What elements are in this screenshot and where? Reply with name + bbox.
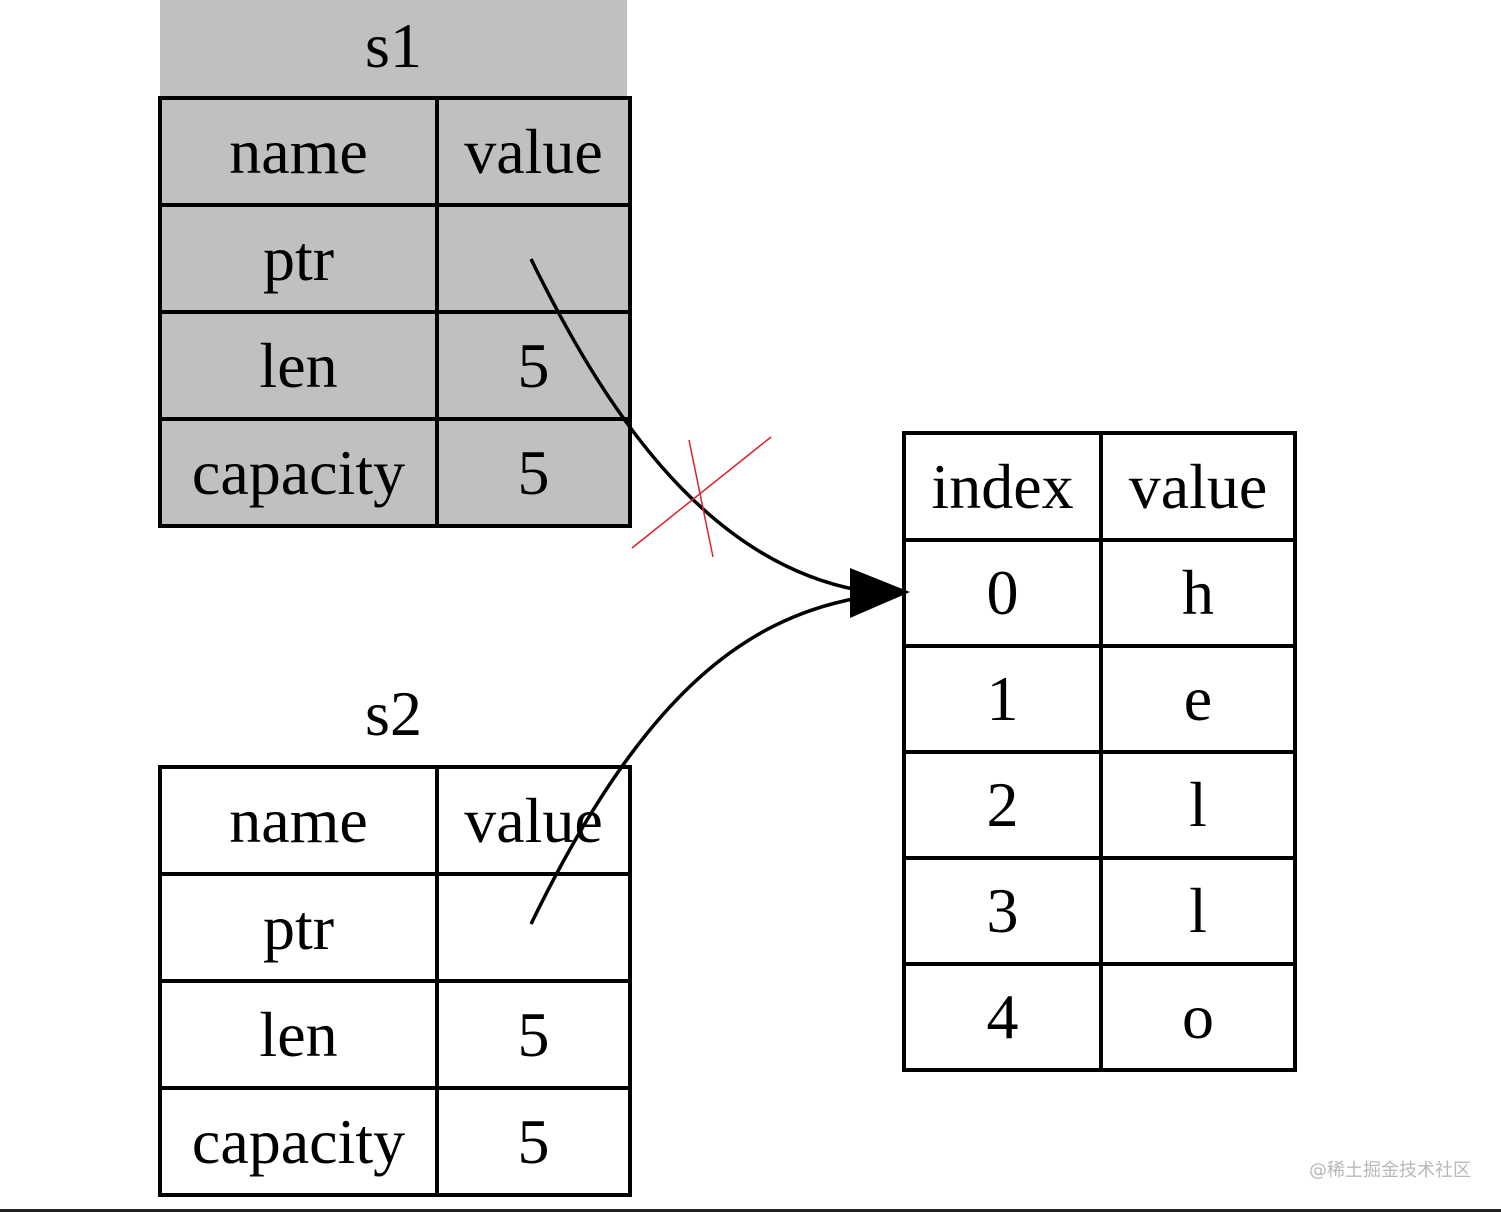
s2-header-value: value (435, 765, 632, 876)
s1-row-ptr: ptr (158, 203, 632, 314)
heap-index-cell: 2 (902, 750, 1103, 860)
s2-row-len: len 5 (158, 979, 632, 1090)
heap-index-cell: 3 (902, 856, 1103, 966)
s1-row-len: len 5 (158, 310, 632, 421)
s2-row-capacity: capacity 5 (158, 1086, 632, 1197)
s1-header-value: value (435, 96, 632, 207)
s1-len-name: len (158, 310, 439, 421)
heap-value-cell: h (1099, 538, 1297, 648)
heap-header-row: index value (902, 431, 1297, 542)
heap-value-cell: o (1099, 962, 1297, 1072)
bottom-divider (0, 1209, 1501, 1212)
s1-len-value: 5 (435, 310, 632, 421)
heap-row: 0 h (902, 538, 1297, 648)
s2-ptr-name: ptr (158, 872, 439, 983)
s1-header-name: name (158, 96, 439, 207)
heap-value-cell: l (1099, 750, 1297, 860)
s1-title: s1 (365, 10, 422, 81)
heap-header-value: value (1099, 431, 1297, 542)
s1-ptr-value (435, 203, 632, 314)
heap-index-cell: 0 (902, 538, 1103, 648)
s2-header-row: name value (158, 765, 632, 876)
s2-title: s2 (365, 678, 422, 749)
s1-capacity-name: capacity (158, 417, 439, 528)
s2-len-name: len (158, 979, 439, 1090)
s2-len-value: 5 (435, 979, 632, 1090)
s1-row-capacity: capacity 5 (158, 417, 632, 528)
heap-header-index: index (902, 431, 1103, 542)
heap-table: index value 0 h 1 e 2 l 3 l 4 o (902, 431, 1297, 1072)
s2-ptr-value (435, 872, 632, 983)
heap-index-cell: 4 (902, 962, 1103, 1072)
arrowhead-icon (850, 568, 910, 618)
s2-capacity-value: 5 (435, 1086, 632, 1197)
s2-capacity-name: capacity (158, 1086, 439, 1197)
heap-row: 3 l (902, 856, 1297, 966)
s1-header-row: name value (158, 96, 632, 207)
s1-capacity-value: 5 (435, 417, 632, 528)
watermark-text: @稀土掘金技术社区 (1309, 1160, 1471, 1181)
heap-row: 2 l (902, 750, 1297, 860)
s2-row-ptr: ptr (158, 872, 632, 983)
heap-index-cell: 1 (902, 644, 1103, 754)
s1-title-background (160, 0, 627, 98)
heap-value-cell: e (1099, 644, 1297, 754)
cross-mark-icon (631, 436, 772, 558)
s2-table: name value ptr len 5 capacity 5 (158, 765, 632, 1197)
heap-row: 1 e (902, 644, 1297, 754)
heap-value-cell: l (1099, 856, 1297, 966)
s1-ptr-name: ptr (158, 203, 439, 314)
s2-header-name: name (158, 765, 439, 876)
s1-table: name value ptr len 5 capacity 5 (158, 96, 632, 528)
heap-row: 4 o (902, 962, 1297, 1072)
